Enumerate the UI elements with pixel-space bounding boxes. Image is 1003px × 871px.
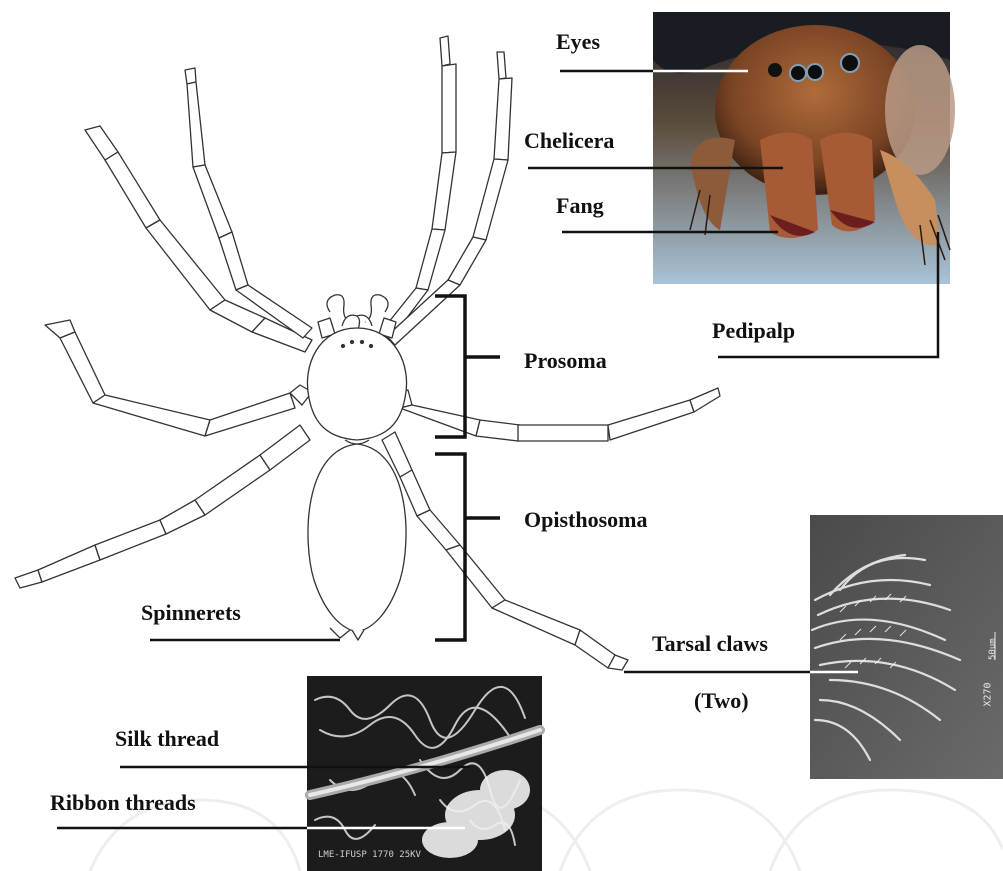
silk-sem-caption: LME-IFUSP 1770 25KV — [318, 850, 421, 860]
label-prosoma: Prosoma — [524, 350, 607, 372]
photo-tarsal-claws-sem — [810, 515, 1003, 779]
background-watermark — [90, 790, 1003, 871]
label-chelicera: Chelicera — [524, 130, 614, 152]
sem-magnification-text: X270 — [980, 672, 996, 706]
label-ribbon-threads: Ribbon threads — [50, 792, 196, 814]
label-silk-thread: Silk thread — [115, 728, 219, 750]
label-opisthosoma: Opisthosoma — [524, 509, 647, 531]
spider-prosoma — [307, 328, 406, 440]
sem-scale-text: 50um — [986, 634, 1000, 660]
label-eyes: Eyes — [556, 31, 600, 53]
leg-left-4 — [15, 425, 310, 588]
leg-right-3 — [395, 388, 720, 441]
label-spinnerets: Spinnerets — [141, 602, 241, 624]
label-tarsal-claws: Tarsal claws — [652, 633, 768, 655]
leg-right-4 — [382, 432, 628, 670]
label-pedipalp: Pedipalp — [712, 320, 795, 342]
label-fang: Fang — [556, 195, 604, 217]
photo-head-closeup — [653, 12, 955, 284]
label-tarsal-claws-count: (Two) — [694, 690, 749, 712]
photo-silk-sem — [307, 676, 542, 871]
spider-opisthosoma — [308, 444, 406, 632]
